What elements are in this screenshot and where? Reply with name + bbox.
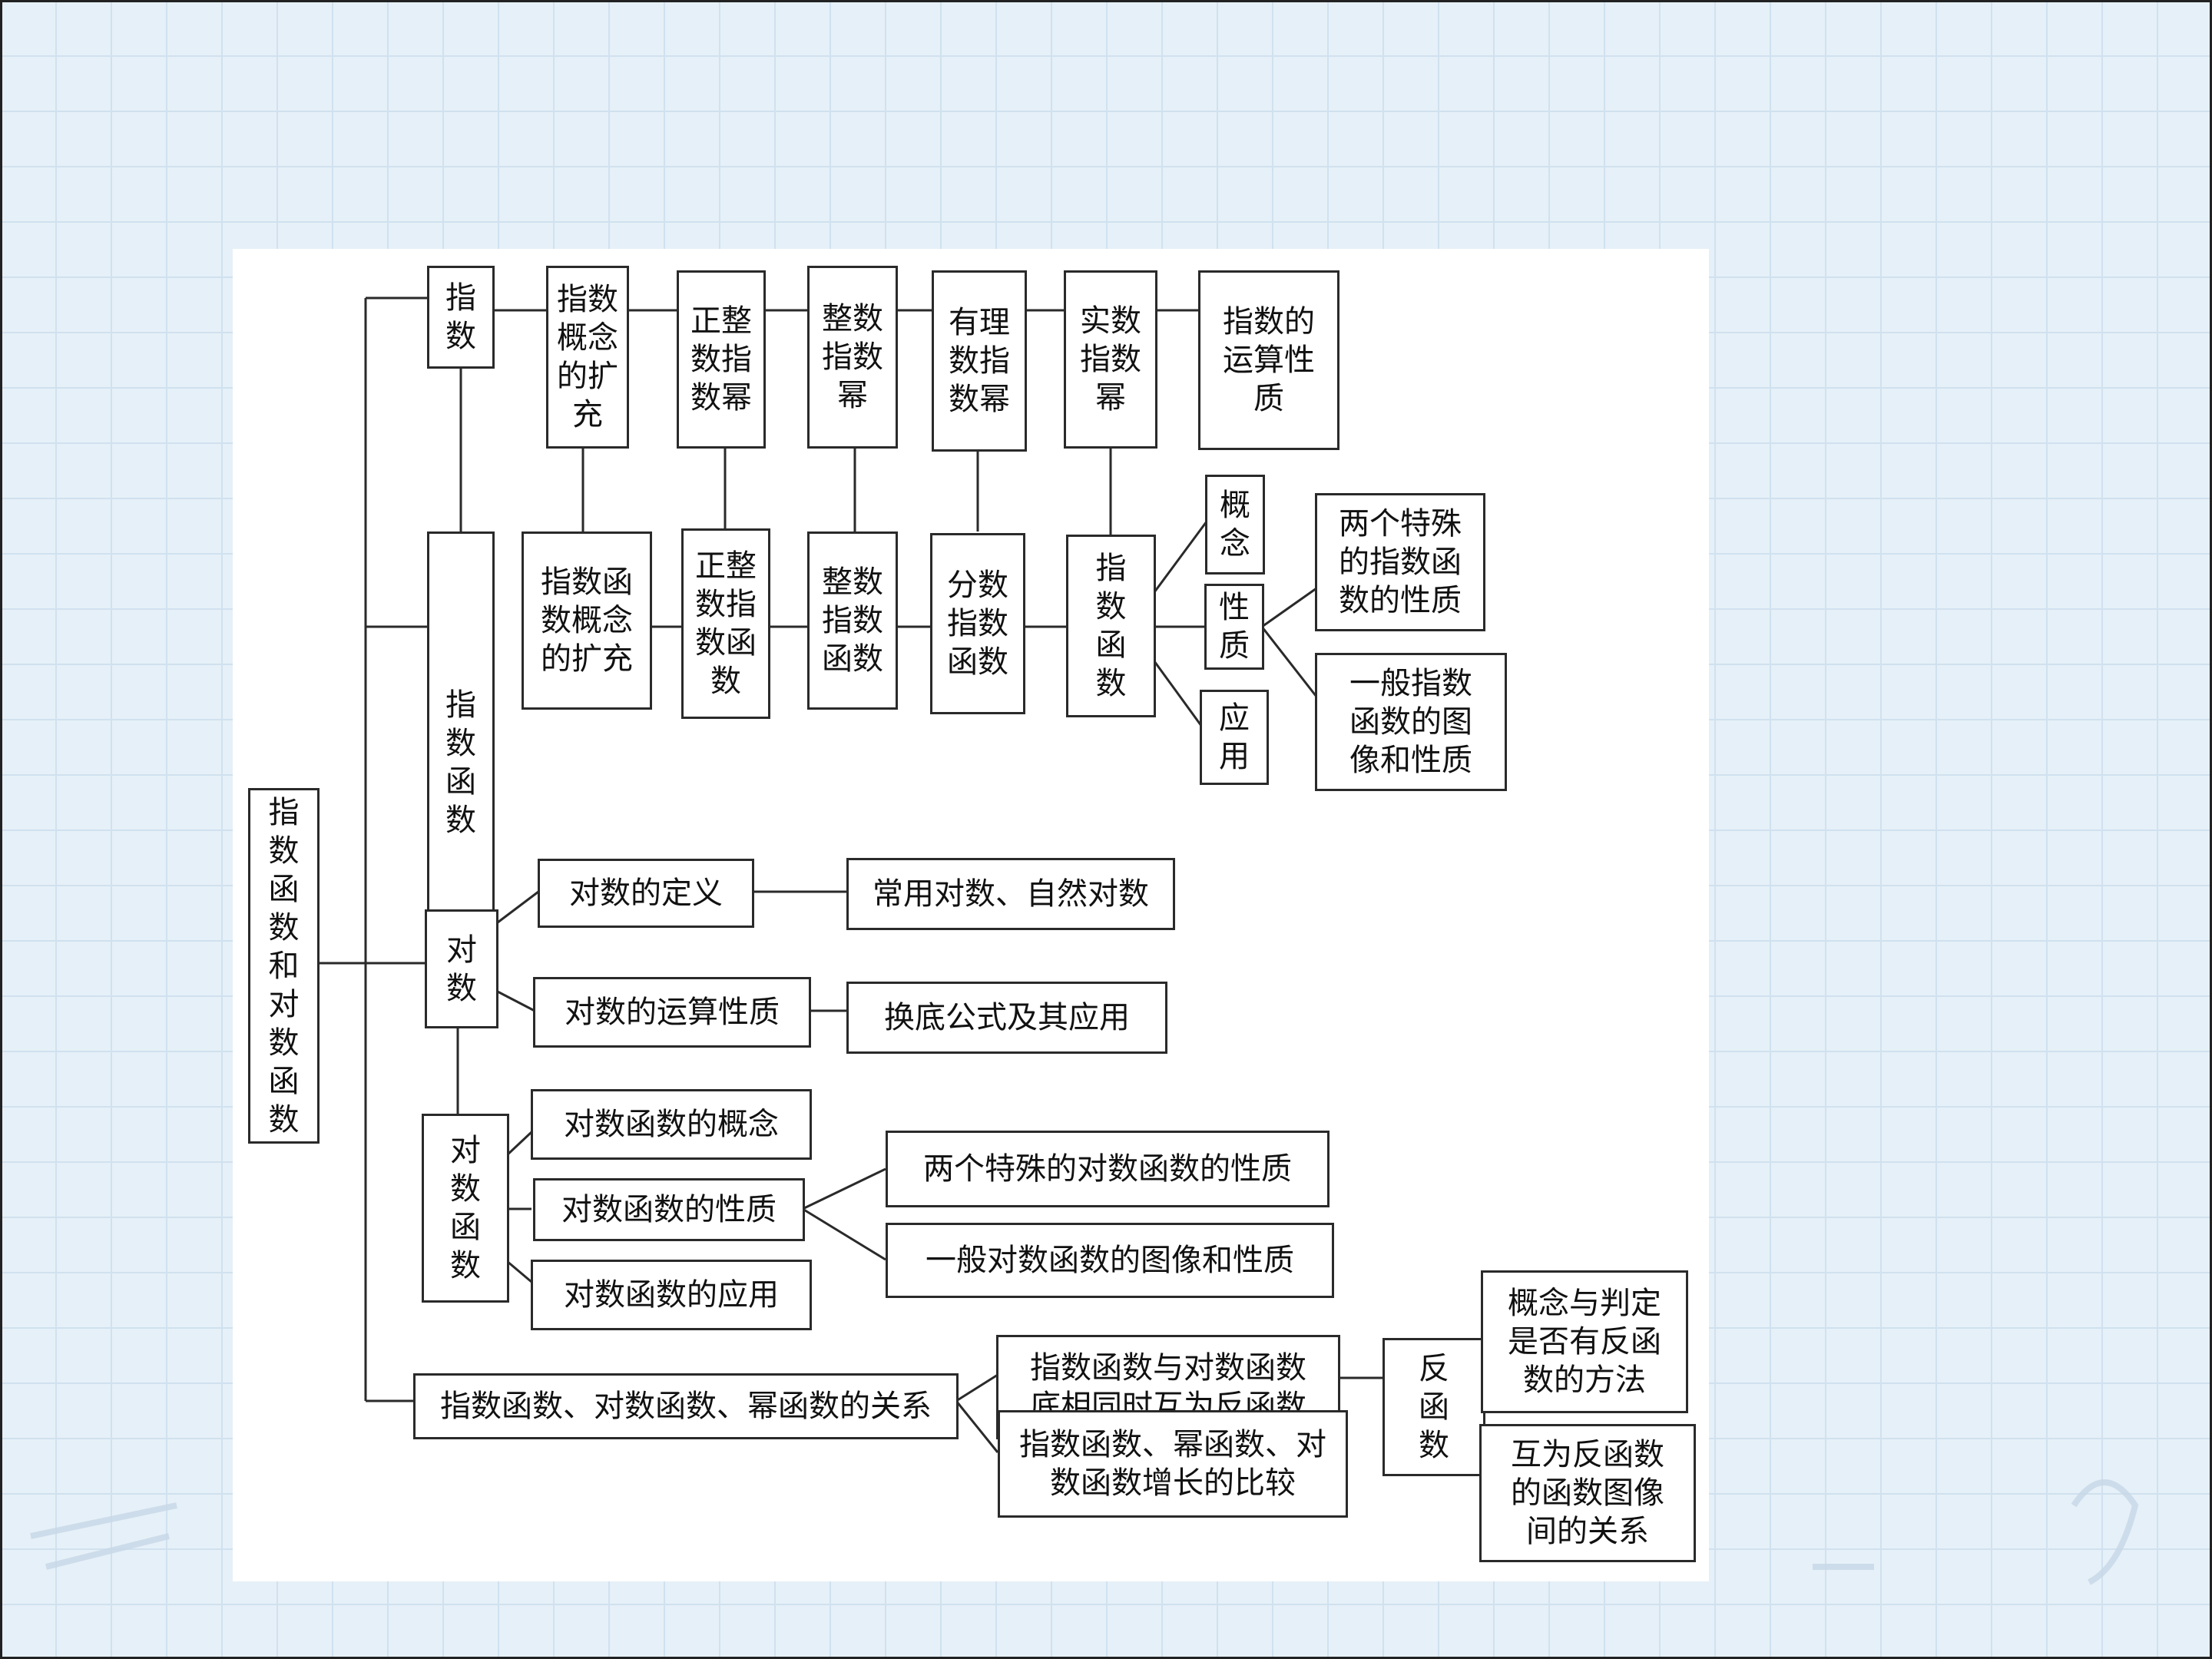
node-positive-integer-exp-function: 正整 数指 数函 数 (681, 528, 770, 719)
node-exp-function: 指 数 函 数 (1066, 535, 1156, 717)
node-exp-concept: 概 念 (1205, 475, 1265, 575)
node-exp-property: 性 质 (1204, 584, 1264, 670)
node-positive-integer-power: 正整 数指 数幂 (677, 270, 766, 449)
node-log-function-concept: 对数函数的概念 (531, 1089, 812, 1160)
node-exponent: 指 数 (427, 266, 495, 369)
node-real-power: 实数 指数 幂 (1064, 270, 1157, 449)
node-special-log-function-properties: 两个特殊的对数函数的性质 (886, 1131, 1330, 1207)
node-integer-exp-function: 整数 指数 函数 (807, 531, 898, 710)
node-exponent-concept-extension: 指数 概念 的扩 充 (546, 266, 629, 449)
node-fractional-exp-function: 分数 指数 函数 (930, 533, 1025, 714)
node-logarithm: 对 数 (425, 909, 498, 1028)
node-log-operation-properties: 对数的运算性质 (533, 977, 811, 1048)
node-inverse-graph-relation: 互为反函数 的函数图像 间的关系 (1479, 1424, 1696, 1562)
node-general-log-function-graph-properties: 一般对数函数的图像和性质 (886, 1223, 1334, 1298)
node-change-of-base: 换底公式及其应用 (846, 982, 1167, 1054)
node-growth-comparison: 指数函数、幂函数、对 数函数增长的比较 (998, 1410, 1348, 1518)
node-general-exp-function-graph-properties: 一般指数 函数的图 像和性质 (1315, 653, 1507, 791)
node-function-relationship: 指数函数、对数函数、幂函数的关系 (413, 1373, 959, 1439)
root-node: 指 数 函 数 和 对 数 函 数 (248, 788, 320, 1144)
connector-lines (319, 296, 1482, 1453)
node-log-function-properties: 对数函数的性质 (533, 1178, 805, 1241)
node-exponent-operation-properties: 指数的 运算性 质 (1198, 270, 1339, 450)
node-inverse-criteria: 概念与判定 是否有反函 数的方法 (1481, 1270, 1688, 1413)
concept-map-canvas: 指 数 函 数 和 对 数 函 数 指 数 指数 概念 的扩 充 正整 数指 数… (233, 249, 1709, 1581)
node-exp-function-concept-extension: 指数函 数概念 的扩充 (522, 531, 652, 710)
node-log-function: 对 数 函 数 (422, 1114, 509, 1303)
node-rational-power: 有理 数指 数幂 (932, 270, 1027, 452)
node-inverse-function: 反 函 数 (1382, 1338, 1485, 1476)
node-integer-power: 整数 指数 幂 (807, 266, 898, 449)
node-log-definition: 对数的定义 (538, 859, 754, 928)
node-log-function-application: 对数函数的应用 (531, 1260, 812, 1330)
node-exp-application: 应 用 (1200, 690, 1269, 785)
node-common-natural-log: 常用对数、自然对数 (846, 858, 1175, 930)
node-special-exp-function-properties: 两个特殊 的指数函 数的性质 (1315, 493, 1485, 631)
